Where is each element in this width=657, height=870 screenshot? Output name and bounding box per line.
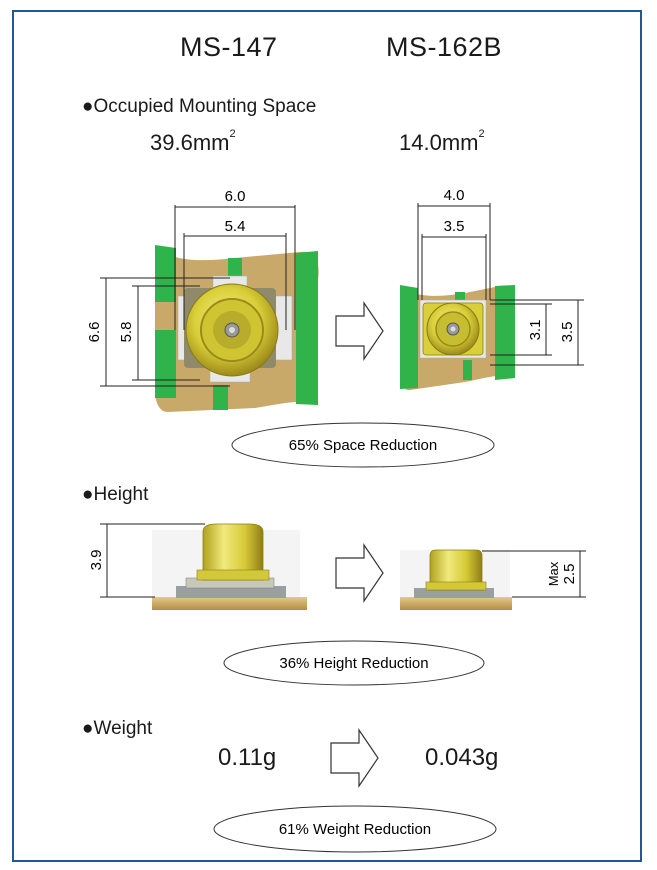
dim-ms147-outer-width: 6.0: [225, 188, 246, 205]
height-section-title: Height: [93, 484, 149, 505]
model-right-title: MS-162B: [386, 32, 503, 62]
dim-ms162b-outer-height: 3.5: [559, 322, 576, 343]
dim-ms162b-inner-height: 3.1: [527, 320, 544, 341]
arrow-right-icon: [335, 301, 384, 361]
arrow-right-icon: [335, 543, 384, 603]
dim-ms147-height: 3.9: [88, 550, 105, 571]
ms147-dimension-lines: [100, 205, 296, 387]
weight-reduction-ellipse: [213, 805, 497, 853]
ms162b-height-dimension-lines: [482, 550, 586, 598]
space-section-title: Occupied Mounting Space: [93, 96, 317, 117]
weight-right-value: 0.043g: [425, 744, 499, 771]
dim-ms162b-height-prefix: Max: [546, 561, 561, 586]
bullet-icon: ●: [82, 484, 94, 505]
height-reduction-label: 36% Height Reduction: [279, 655, 428, 672]
weight-reduction-label: 61% Weight Reduction: [279, 821, 431, 838]
dim-ms162b-inner-width: 3.5: [444, 218, 465, 235]
ms147-top-view: [155, 245, 319, 412]
dim-ms147-inner-height: 5.8: [118, 322, 135, 343]
dim-ms147-outer-height: 6.6: [86, 322, 103, 343]
model-left-title: MS-147: [180, 32, 278, 62]
height-reduction-ellipse: [223, 640, 485, 686]
weight-section-title: Weight: [93, 718, 153, 739]
space-left-value: 39.6mm2: [150, 128, 236, 155]
bullet-icon: ●: [82, 96, 94, 117]
space-reduction-label: 65% Space Reduction: [289, 437, 437, 454]
dim-ms162b-height: 2.5: [561, 564, 578, 585]
ms162b-top-view: [400, 285, 515, 391]
weight-left-value: 0.11g: [218, 744, 277, 771]
height-section-heading: ●Height: [82, 484, 148, 506]
ms147-height-dimension-lines: [100, 523, 205, 598]
space-section-heading: ●Occupied Mounting Space: [82, 96, 316, 118]
weight-section-heading: ●Weight: [82, 718, 152, 740]
space-right-value: 14.0mm2: [399, 128, 485, 155]
ms147-side-view: [152, 523, 307, 610]
dim-ms147-inner-width: 5.4: [225, 218, 246, 235]
dim-ms162b-outer-width: 4.0: [444, 187, 465, 204]
space-reduction-ellipse: [231, 422, 495, 468]
ms162b-dimension-lines: [417, 203, 584, 366]
bullet-icon: ●: [82, 718, 94, 739]
arrow-right-icon: [330, 728, 379, 788]
ms162b-side-view: [400, 549, 512, 610]
